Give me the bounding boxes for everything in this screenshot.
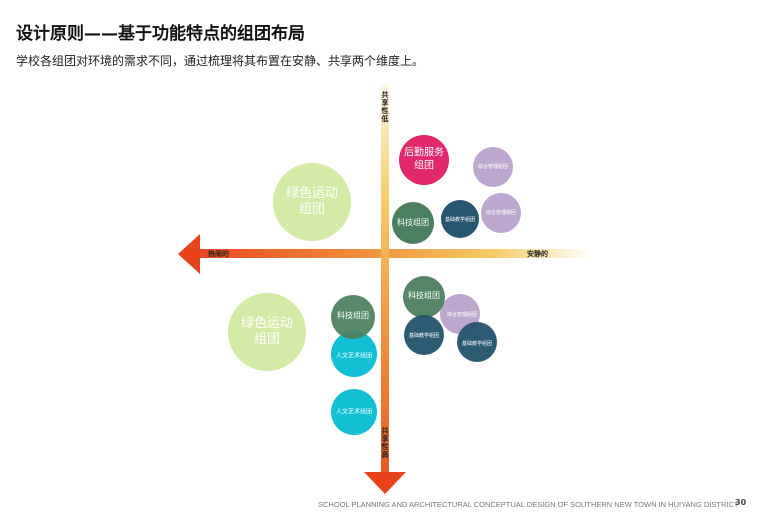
cluster-technology [331, 295, 375, 339]
page-number: 30 [735, 498, 747, 507]
axis-label-quiet: 安静的 [527, 250, 548, 258]
cluster-basic-teaching [457, 322, 497, 362]
cluster-logistics [399, 135, 449, 185]
axis-label-lively: 热闹的 [208, 250, 229, 258]
cluster-label: 综合管理组团 [477, 163, 509, 170]
vertical-axis [381, 84, 389, 474]
page-title: 设计原则——基于功能特点的组团布局 [16, 24, 305, 44]
cluster-green-sports [228, 293, 306, 371]
cluster-label: 基础教学组团 [408, 332, 440, 339]
cluster-label: 基础教学组团 [444, 216, 476, 223]
footer-text: SCHOOL PLANNING AND ARCHITECTURAL CONCEP… [318, 500, 739, 509]
cluster-label: 人文艺术组团 [335, 408, 373, 416]
cluster-label: 科技组团 [408, 291, 440, 300]
cluster-label: 人文艺术组团 [335, 352, 373, 360]
cluster-label: 科技组团 [397, 218, 429, 227]
cluster-green-sports [273, 163, 351, 241]
cluster-technology [403, 276, 445, 318]
cluster-label: 综合管理组团 [446, 311, 478, 318]
horizontal-axis [198, 249, 593, 258]
cluster-label: 后勤服务组团 [404, 147, 444, 172]
cluster-label: 科技组团 [337, 311, 369, 320]
cluster-humanities-arts [331, 389, 377, 435]
page-subtitle: 学校各组团对环境的需求不同，通过梳理将其布置在安静、共享两个维度上。 [16, 54, 425, 68]
cluster-basic-teaching [404, 315, 444, 355]
cluster-label: 绿色运动组团 [240, 315, 294, 347]
cluster-admin [481, 193, 521, 233]
cluster-technology [392, 202, 434, 244]
down-arrow-icon [364, 472, 406, 494]
cluster-basic-teaching [441, 200, 479, 238]
axis-label-high-sharing: 共享性高 [381, 427, 389, 459]
cluster-admin [473, 147, 513, 187]
cluster-label: 基础教学组团 [461, 340, 493, 347]
axis-label-low-sharing: 共享性低 [381, 91, 389, 123]
cluster-label: 绿色运动组团 [285, 185, 339, 217]
left-arrow-icon [178, 234, 200, 274]
cluster-label: 综合管理组团 [485, 209, 517, 216]
